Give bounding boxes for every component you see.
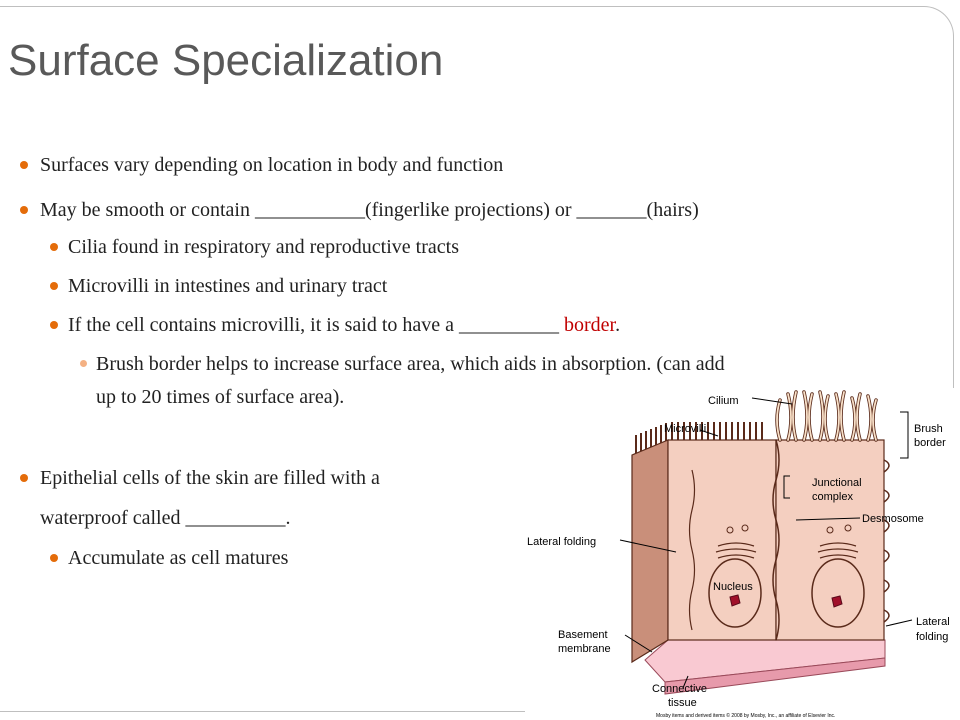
bullet-epithelial-skin: Epithelial cells of the skin are filled … <box>20 467 380 489</box>
figure-credit: Mosby items and derived items © 2008 by … <box>656 712 835 719</box>
slide-title: Surface Specialization <box>8 36 444 85</box>
label-junctional-2: complex <box>812 491 853 503</box>
label-basement-1: Basement <box>558 629 608 641</box>
label-desmosome: Desmosome <box>862 513 924 525</box>
brush-border-red-word: border <box>564 314 616 336</box>
brush-border-text: If the cell contains microvilli, it is s… <box>68 314 565 336</box>
label-nucleus: Nucleus <box>713 581 753 593</box>
bullet-brush-border: If the cell contains microvilli, it is s… <box>49 313 621 337</box>
cilia-row <box>775 390 878 442</box>
bullet-surfaces-vary: Surfaces vary depending on location in b… <box>19 154 504 176</box>
label-connective-1: Connective <box>652 683 707 695</box>
label-junctional-1: Junctional <box>812 477 862 489</box>
bullet-cilia: Cilia found in respiratory and reproduct… <box>50 236 459 258</box>
label-lateral-folding-left: Lateral folding <box>527 536 596 548</box>
golgi-organelles <box>715 524 859 559</box>
bullet-accumulate: Accumulate as cell matures <box>49 547 289 569</box>
label-lateral-right-2: folding <box>916 631 948 643</box>
bullet-surface-area-line1: Brush border helps to increase surface a… <box>80 353 725 375</box>
label-connective-2: tissue <box>668 697 697 709</box>
leader-lines <box>619 397 913 689</box>
label-cilium: Cilium <box>708 395 739 407</box>
label-lateral-right-1: Lateral <box>916 616 950 628</box>
slide-frame <box>0 6 954 712</box>
label-microvilli: Microvilli <box>664 423 706 435</box>
figure-labels: Cilium Microvilli Brush border Junctiona… <box>527 395 950 719</box>
bullet-surface-area-line2: up to 20 times of surface area). <box>96 386 345 408</box>
basement-membrane-layer <box>644 639 886 695</box>
label-brush-border-1: Brush <box>914 423 943 435</box>
label-basement-2: membrane <box>558 643 611 655</box>
label-brush-border-2: border <box>914 437 946 449</box>
bullet-microvilli: Microvilli in intestines and urinary tra… <box>49 275 388 297</box>
brush-border-period: . <box>615 314 621 336</box>
right-edge-folds <box>883 459 890 623</box>
bullet-epithelial-skin-line2: waterproof called __________. <box>40 507 291 529</box>
bullet-smooth-or-contain: May be smooth or contain ___________(fin… <box>20 199 699 221</box>
nuclei <box>708 558 865 628</box>
